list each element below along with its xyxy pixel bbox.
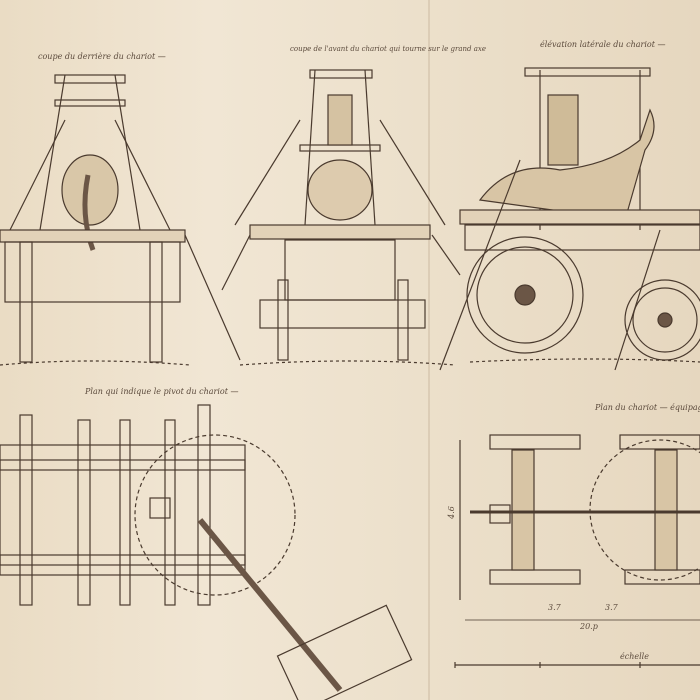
caption-side-elevation: élévation latérale du chariot —: [540, 40, 666, 49]
caption-plan-chariot: Plan du chariot — équipage: [595, 403, 700, 412]
rear-section-drawing: [0, 74, 241, 366]
dimension-height: 4.6: [446, 506, 456, 519]
chariot-plan-drawing: [454, 434, 700, 668]
dimension-right: 3.7: [605, 603, 618, 612]
dimension-total: 20.p: [580, 622, 598, 631]
front-section-drawing: [221, 69, 461, 366]
paper-fold: [428, 0, 430, 700]
dimension-left: 3.7: [548, 603, 561, 612]
caption-plan-pivot: Plan qui indique le pivot du chariot —: [85, 387, 239, 396]
side-elevation-drawing: [439, 67, 700, 371]
caption-front-section: coupe de l'avant du chariot qui tourne s…: [290, 45, 486, 53]
caption-rear-section: coupe du derrière du chariot —: [38, 52, 166, 61]
scale-label: échelle: [620, 652, 649, 661]
pivot-plan-drawing: [0, 404, 413, 700]
